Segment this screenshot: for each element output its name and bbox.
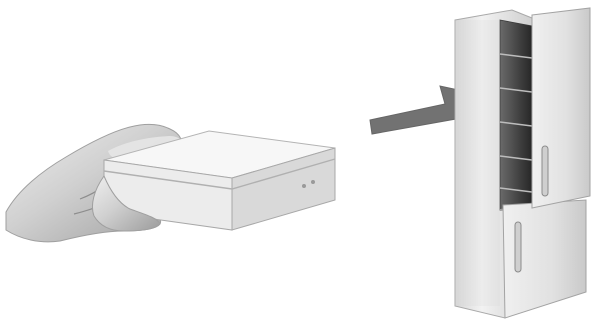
box-hole (302, 184, 306, 188)
fridge-door-open (531, 7, 591, 209)
fridge-shadow-edge (455, 20, 500, 306)
box-hole (311, 180, 315, 184)
fingers-front (91, 174, 161, 232)
box-side-face (231, 147, 336, 231)
fridge-interior (499, 19, 533, 211)
freezer-door-handle (514, 221, 522, 273)
fridge-icon (454, 7, 591, 319)
fridge-door-handle (541, 145, 549, 197)
fridge-shelves (499, 53, 533, 193)
box-lid-edge (103, 158, 336, 190)
hand-holding-box-group (5, 124, 336, 243)
thumb-shape (108, 136, 182, 159)
